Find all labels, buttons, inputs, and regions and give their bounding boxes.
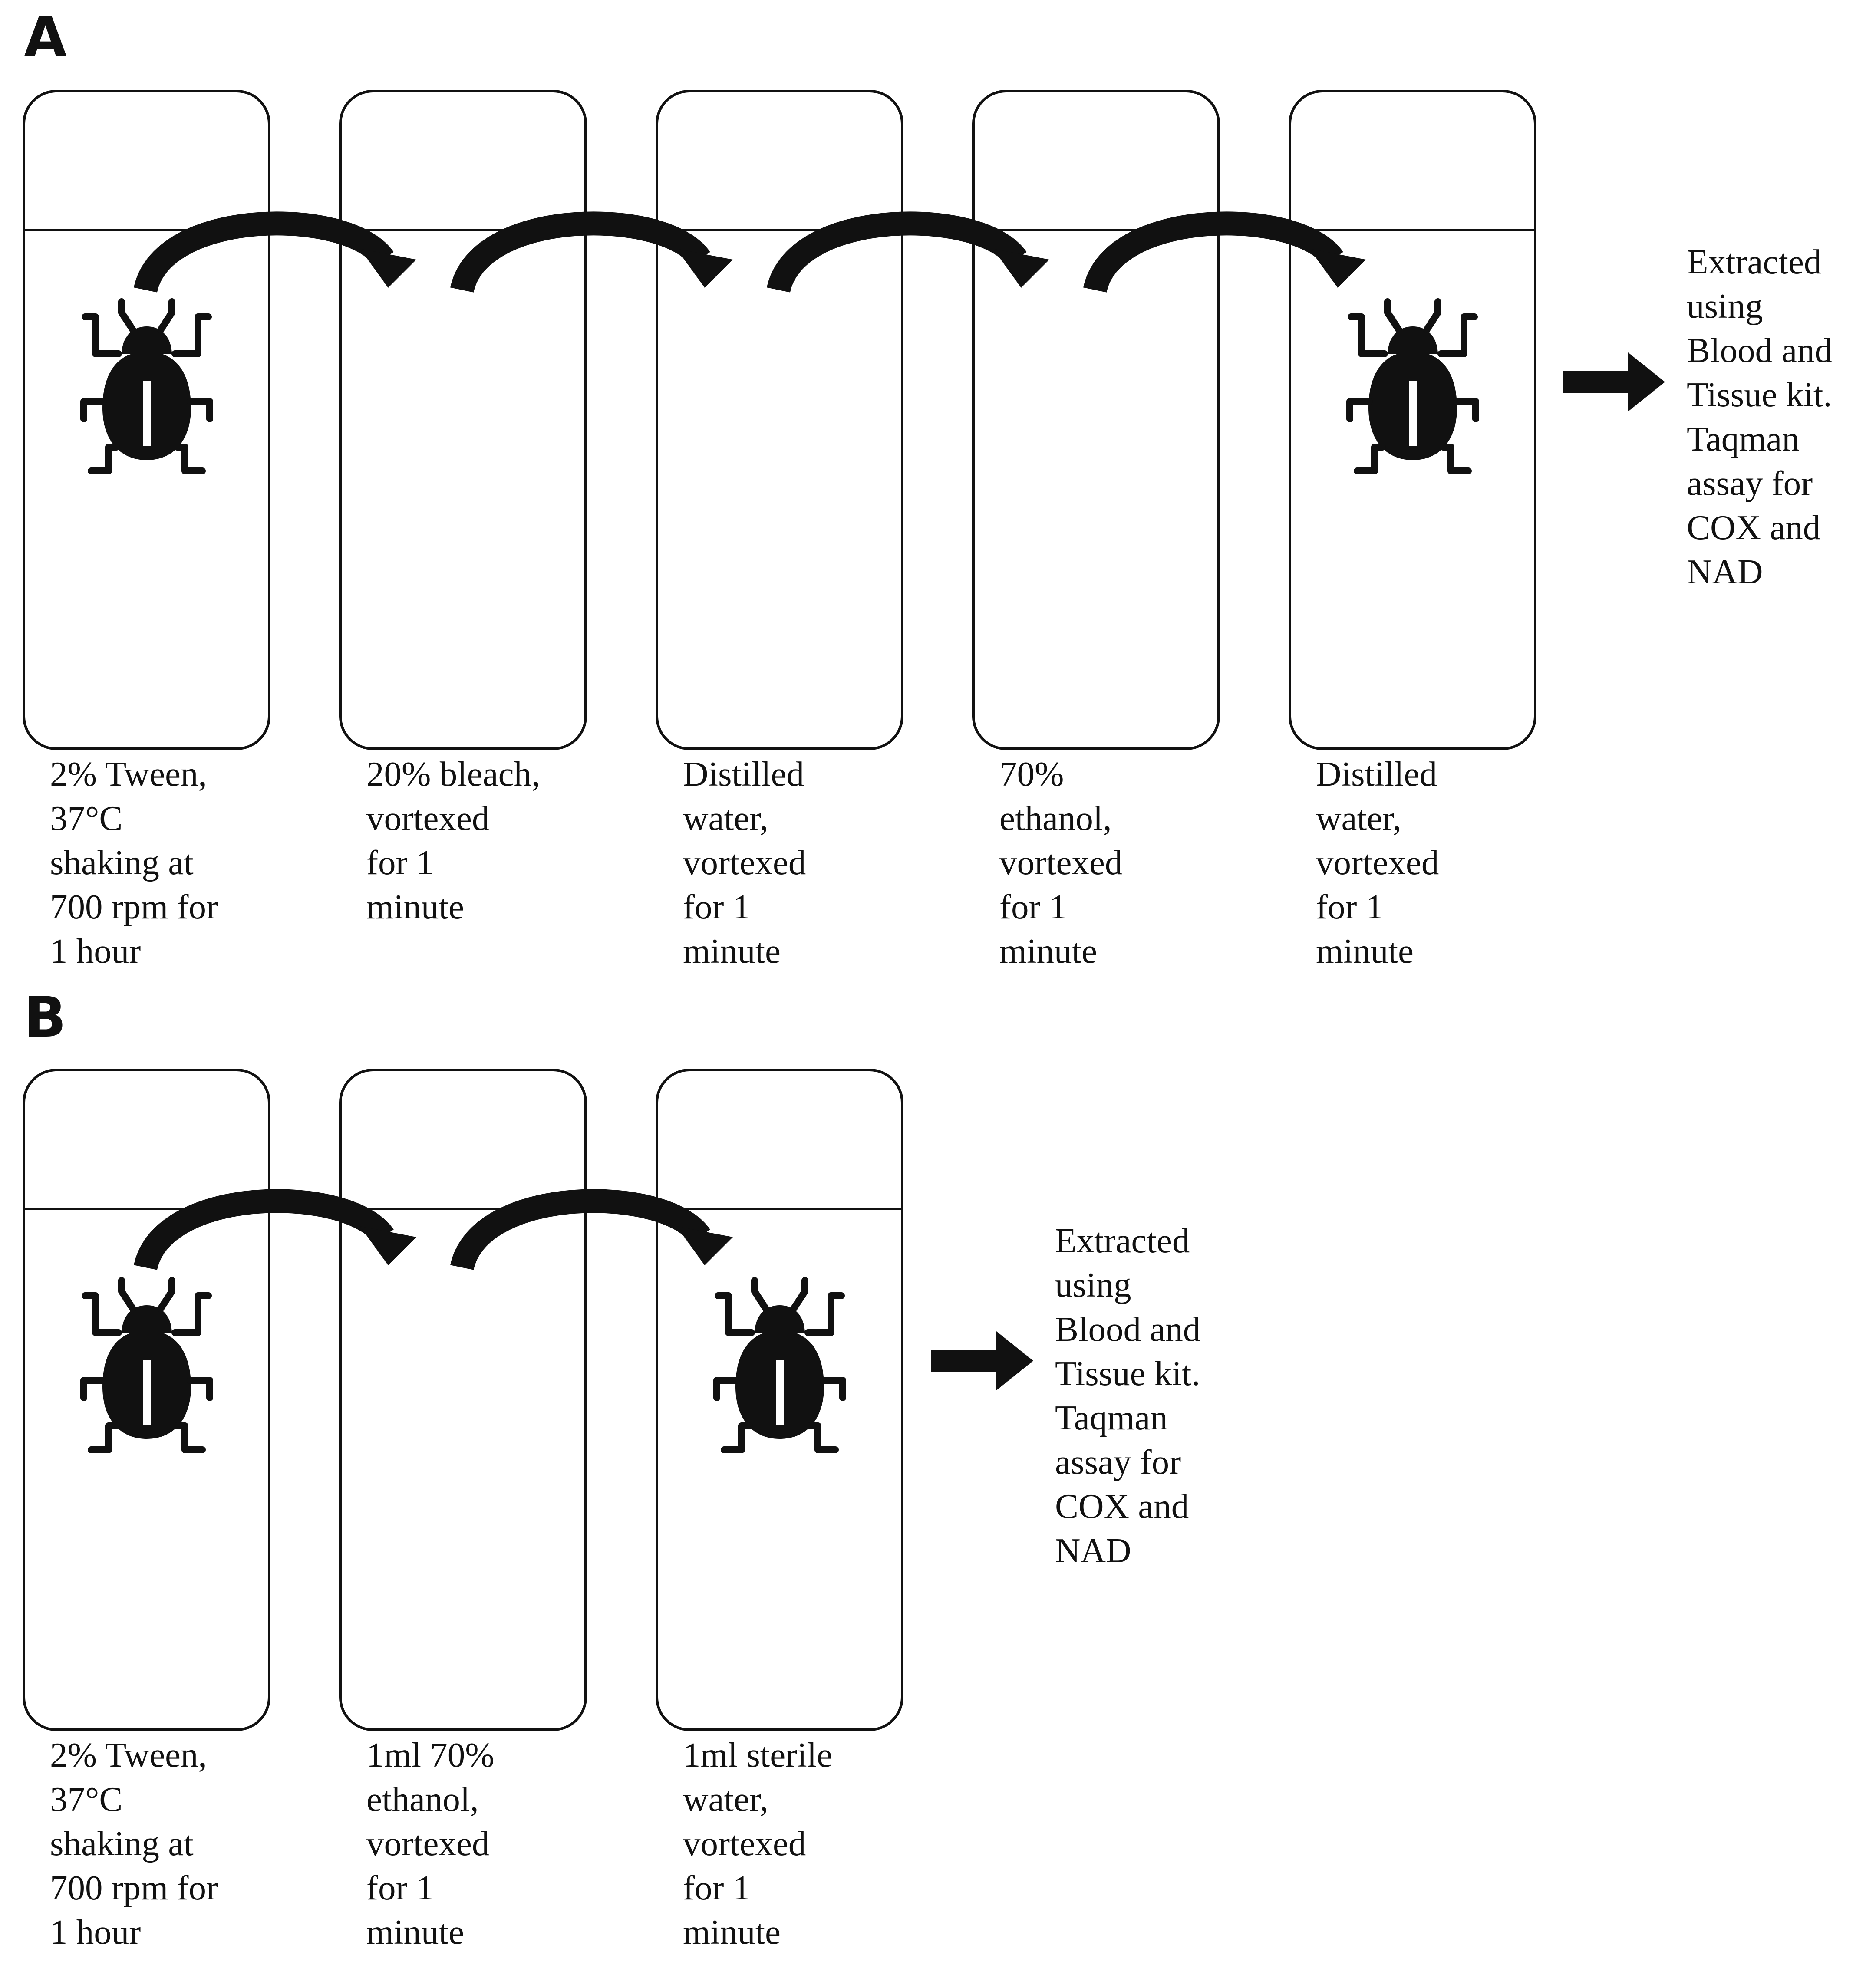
tube-outline	[23, 90, 270, 750]
tube-outline	[656, 1069, 903, 1731]
right-arrow-icon	[1563, 352, 1665, 411]
curved-arrow-icon	[134, 1189, 416, 1271]
curved-arrow-icon	[767, 211, 1049, 293]
tube-outline	[656, 90, 903, 750]
curved-arrow-icon	[450, 1189, 733, 1271]
beetle-icon	[1350, 302, 1476, 471]
panel-label: A	[24, 5, 67, 70]
beetle-icon	[84, 302, 210, 471]
tube-outline	[339, 90, 587, 750]
curved-arrow-icon	[450, 211, 733, 293]
tube-outline	[23, 1069, 270, 1731]
curved-arrow-icon	[134, 211, 416, 293]
beetle-icon	[84, 1280, 210, 1450]
tube-outline	[972, 90, 1220, 750]
curved-arrow-icon	[1083, 211, 1366, 293]
tube-outline	[339, 1069, 587, 1731]
panel-label: B	[24, 985, 66, 1050]
beetle-icon	[717, 1280, 843, 1450]
right-arrow-icon	[931, 1331, 1033, 1390]
tube-outline	[1289, 90, 1536, 750]
